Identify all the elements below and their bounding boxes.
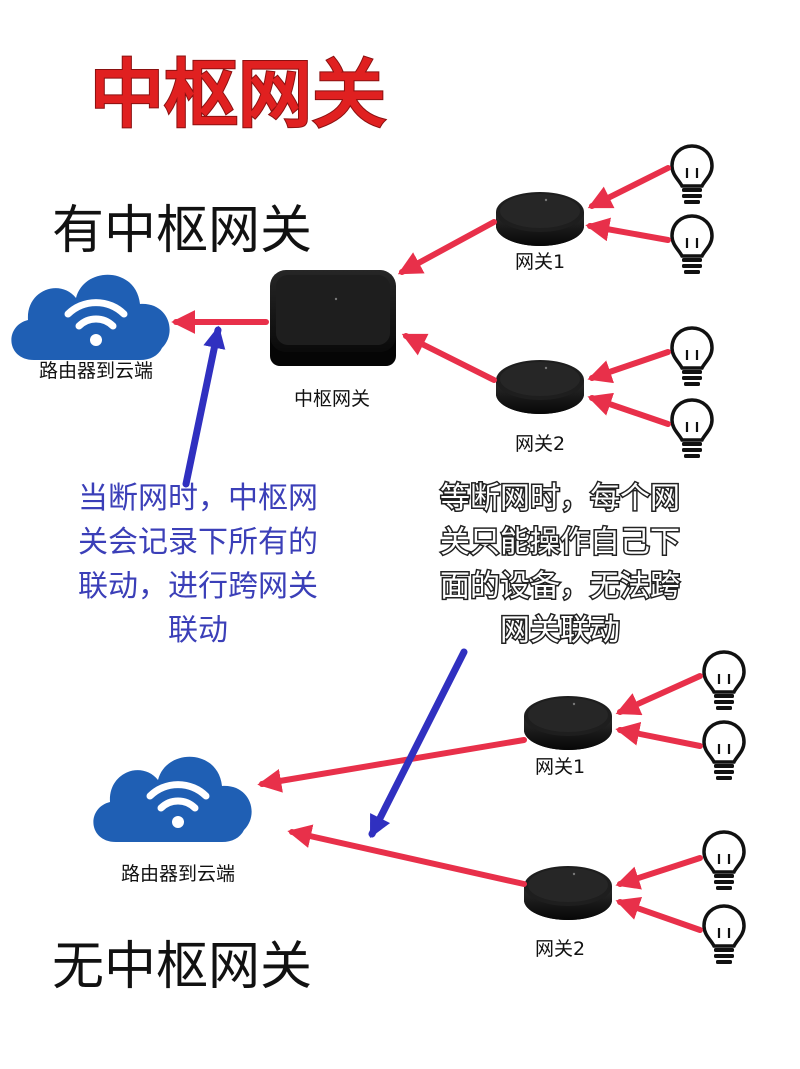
arrow-bulb-to-gateway2 xyxy=(615,897,703,933)
light-bulb-icon xyxy=(670,326,714,388)
arrow-note-to-router-link xyxy=(368,648,468,838)
note-without-hub-line-2: 关只能操作自己下 xyxy=(440,525,680,560)
light-bulb-icon xyxy=(702,904,746,966)
arrow-bulb-to-gateway1 xyxy=(587,165,671,209)
round-gateway-icon xyxy=(496,360,584,414)
section-title-with-hub: 有中枢网关 xyxy=(52,201,312,261)
router-label-top: 路由器到云端 xyxy=(39,360,153,382)
light-bulb-icon xyxy=(670,398,714,460)
note-without-hub-line-1: 等断网时，每个网 xyxy=(440,481,680,516)
note-without-hub-line-4: 网关联动 xyxy=(500,613,620,648)
cloud-wifi-icon xyxy=(11,275,169,360)
section-title-without-hub: 无中枢网关 xyxy=(52,937,312,997)
arrow-gateway2-to-hub xyxy=(401,333,497,383)
note-with-hub-line-4: 联动 xyxy=(168,613,228,648)
light-bulb-icon xyxy=(670,144,714,206)
hub-label: 中枢网关 xyxy=(294,388,370,410)
arrow-bulb-to-gateway2 xyxy=(587,392,671,427)
router-label-bottom: 路由器到云端 xyxy=(121,863,235,885)
note-with-hub-line-3: 联动，进行跨网关 xyxy=(78,569,318,604)
note-with-hub: 当断网时，中枢网 关会记录下所有的 联动，进行跨网关 联动 xyxy=(78,481,318,648)
gateway2-label-bottom: 网关2 xyxy=(535,938,585,960)
arrow-gateway2-to-router xyxy=(287,824,527,887)
round-gateway-icon xyxy=(496,192,584,246)
arrow-bulb-to-gateway1 xyxy=(585,217,671,243)
note-with-hub-line-2: 关会记录下所有的 xyxy=(78,525,318,560)
arrow-gateway1-to-hub xyxy=(397,219,497,275)
round-gateway-icon xyxy=(524,866,612,920)
note-with-hub-line-1: 当断网时，中枢网 xyxy=(78,481,318,516)
gateway1-label-bottom: 网关1 xyxy=(535,756,585,778)
arrow-bulb-to-gateway2 xyxy=(615,855,703,890)
round-gateway-icon xyxy=(524,696,612,750)
square-hub-icon xyxy=(270,270,396,366)
arrow-gateway1-to-router xyxy=(257,737,527,793)
light-bulb-icon xyxy=(670,214,714,276)
light-bulb-icon xyxy=(702,650,746,712)
arrow-note-to-hub-link xyxy=(182,325,226,488)
light-bulb-icon xyxy=(702,720,746,782)
arrow-bulb-to-gateway1 xyxy=(615,721,703,749)
note-without-hub-line-3: 面的设备，无法跨 xyxy=(440,569,680,604)
gateway2-label-top: 网关2 xyxy=(515,433,565,455)
arrow-bulb-to-gateway1 xyxy=(615,673,703,716)
gateway1-label-top: 网关1 xyxy=(515,251,565,273)
light-bulb-icon xyxy=(702,830,746,892)
cloud-wifi-icon xyxy=(93,757,251,842)
arrow-bulb-to-gateway2 xyxy=(587,349,671,384)
note-without-hub: 等断网时，每个网 关只能操作自己下 面的设备，无法跨 网关联动 xyxy=(439,480,682,650)
page-title: 中枢网关 xyxy=(90,52,386,138)
